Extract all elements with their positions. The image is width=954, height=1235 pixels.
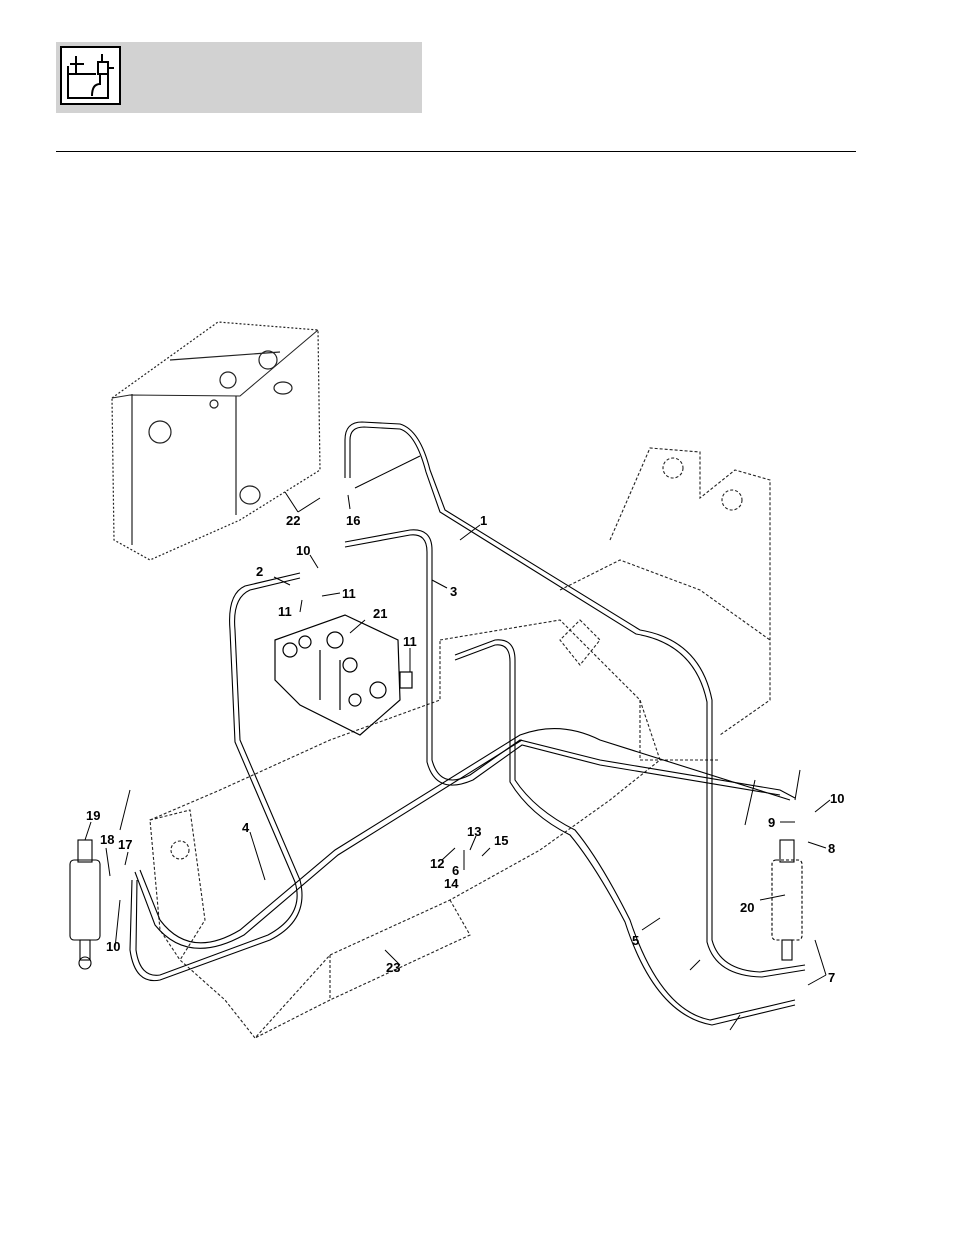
callout-11-right: 11 <box>403 634 417 649</box>
callout-16: 16 <box>346 513 360 528</box>
callout-7: 7 <box>828 970 835 985</box>
callout-4: 4 <box>242 820 250 835</box>
callout-19: 19 <box>86 808 100 823</box>
callout-8: 8 <box>828 841 835 856</box>
callout-15: 15 <box>494 833 508 848</box>
callout-11-mid: 11 <box>342 586 356 601</box>
callout-10-right: 10 <box>830 791 844 806</box>
callout-2: 2 <box>256 564 263 579</box>
callout-14: 14 <box>444 876 459 891</box>
callout-labels: 1 2 3 4 5 6 7 8 9 10 10 10 11 11 11 12 1… <box>86 513 844 985</box>
callout-22: 22 <box>286 513 300 528</box>
callout-3: 3 <box>450 584 457 599</box>
callout-11-left: 11 <box>278 604 292 619</box>
callout-18: 18 <box>100 832 114 847</box>
callout-1: 1 <box>480 513 487 528</box>
leader-lines <box>85 456 830 1030</box>
callout-23: 23 <box>386 960 400 975</box>
control-valve <box>275 615 412 735</box>
callout-10-top: 10 <box>296 543 310 558</box>
hose-lines <box>130 422 805 1025</box>
callout-9: 9 <box>768 815 775 830</box>
callout-17: 17 <box>118 837 132 852</box>
callout-20: 20 <box>740 900 754 915</box>
callout-13: 13 <box>467 824 481 839</box>
callout-12: 12 <box>430 856 444 871</box>
callout-10-left: 10 <box>106 939 120 954</box>
callout-21: 21 <box>373 606 387 621</box>
callout-5: 5 <box>632 933 639 948</box>
